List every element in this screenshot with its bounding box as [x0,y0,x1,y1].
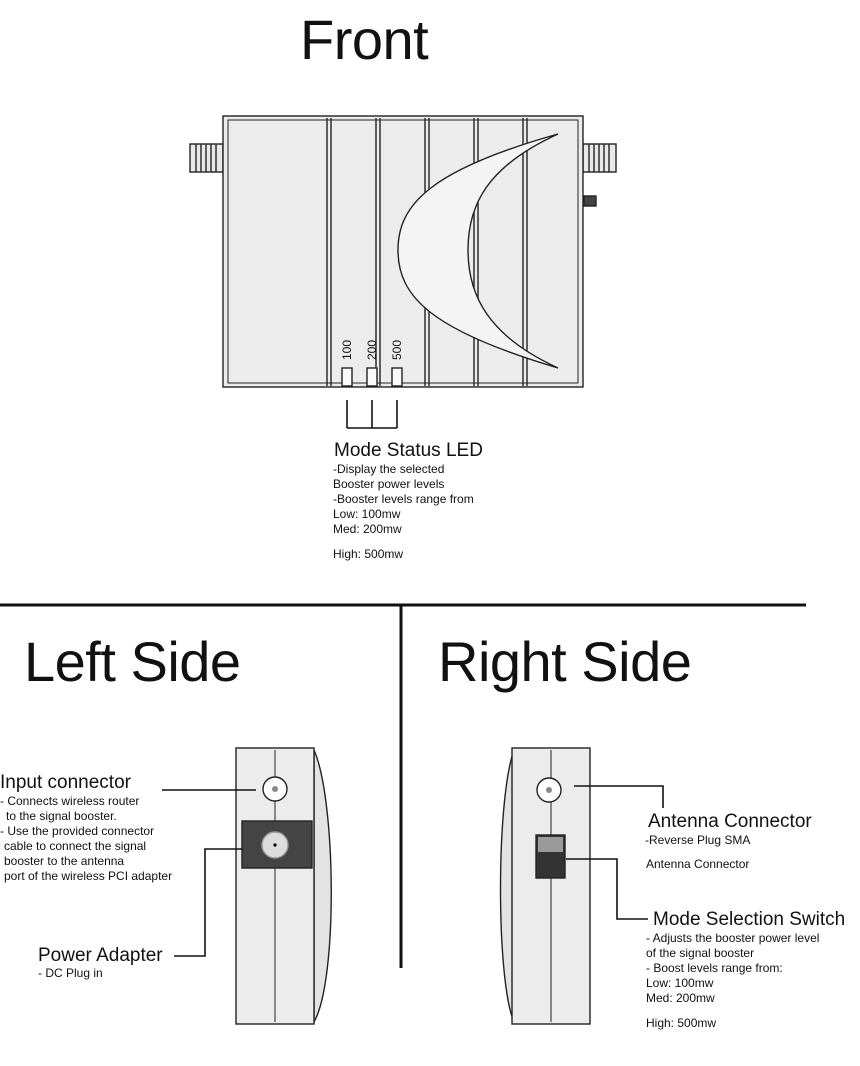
led-label-500: 500 [390,339,404,360]
mode-switch-title: Mode Selection Switch [653,909,846,930]
left-side-device [235,747,332,1025]
led-desc-line: Low: 100mw [333,507,401,521]
front-title: Front [300,8,429,71]
led-500 [391,367,403,387]
input-connector-desc: - Connects wireless router to the signal… [0,794,172,884]
power-adapter-title: Power Adapter [38,945,163,966]
led-callout-title: Mode Status LED [334,440,483,461]
led-label-100: 100 [340,339,354,360]
led-callout-desc: -Display the selected Booster power leve… [333,462,474,562]
input-desc-line: port of the wireless PCI adapter [4,869,173,883]
led-bracket [346,400,398,429]
right-leader-lines [566,785,664,920]
switch-desc-line: of the signal booster [646,946,755,960]
right-side-device [499,747,591,1025]
led-100 [341,367,353,387]
input-connector-title: Input connector [0,772,131,793]
antenna-connector-title: Antenna Connector [648,811,812,832]
antenna-connector-extra: Antenna Connector [646,857,750,871]
left-leader-lines [162,789,256,957]
led-label-200: 200 [365,339,379,360]
input-desc-line: - Use the provided connector [0,824,155,838]
front-side-switch [583,195,597,207]
led-desc-line: Med: 200mw [333,522,402,536]
led-desc-line: High: 500mw [333,547,404,561]
led-desc-line: -Display the selected [333,462,445,476]
switch-desc-line: High: 500mw [646,1016,717,1030]
led-200 [366,367,378,387]
right-side-title: Right Side [438,630,692,693]
input-desc-line: - Connects wireless router [0,794,140,808]
led-desc-line: Booster power levels [333,477,445,491]
power-adapter-desc: - DC Plug in [38,966,103,980]
antenna-connector-desc: -Reverse Plug SMA [645,833,751,847]
input-desc-line: to the signal booster. [6,809,117,823]
input-desc-line: booster to the antenna [4,854,125,868]
switch-desc-line: Low: 100mw [646,976,714,990]
switch-desc-line: - Boost levels range from: [646,961,783,975]
switch-desc-line: - Adjusts the booster power level [646,931,820,945]
switch-desc-line: Med: 200mw [646,991,715,1005]
front-device [189,115,617,388]
input-desc-line: cable to connect the signal [4,839,147,853]
front-crescent [397,133,559,369]
front-right-antenna-connector [582,143,617,173]
left-side-title: Left Side [24,630,241,693]
led-desc-line: -Booster levels range from [333,492,474,506]
mode-switch-desc: - Adjusts the booster power level of the… [646,931,819,1031]
front-left-antenna-connector [189,143,224,173]
